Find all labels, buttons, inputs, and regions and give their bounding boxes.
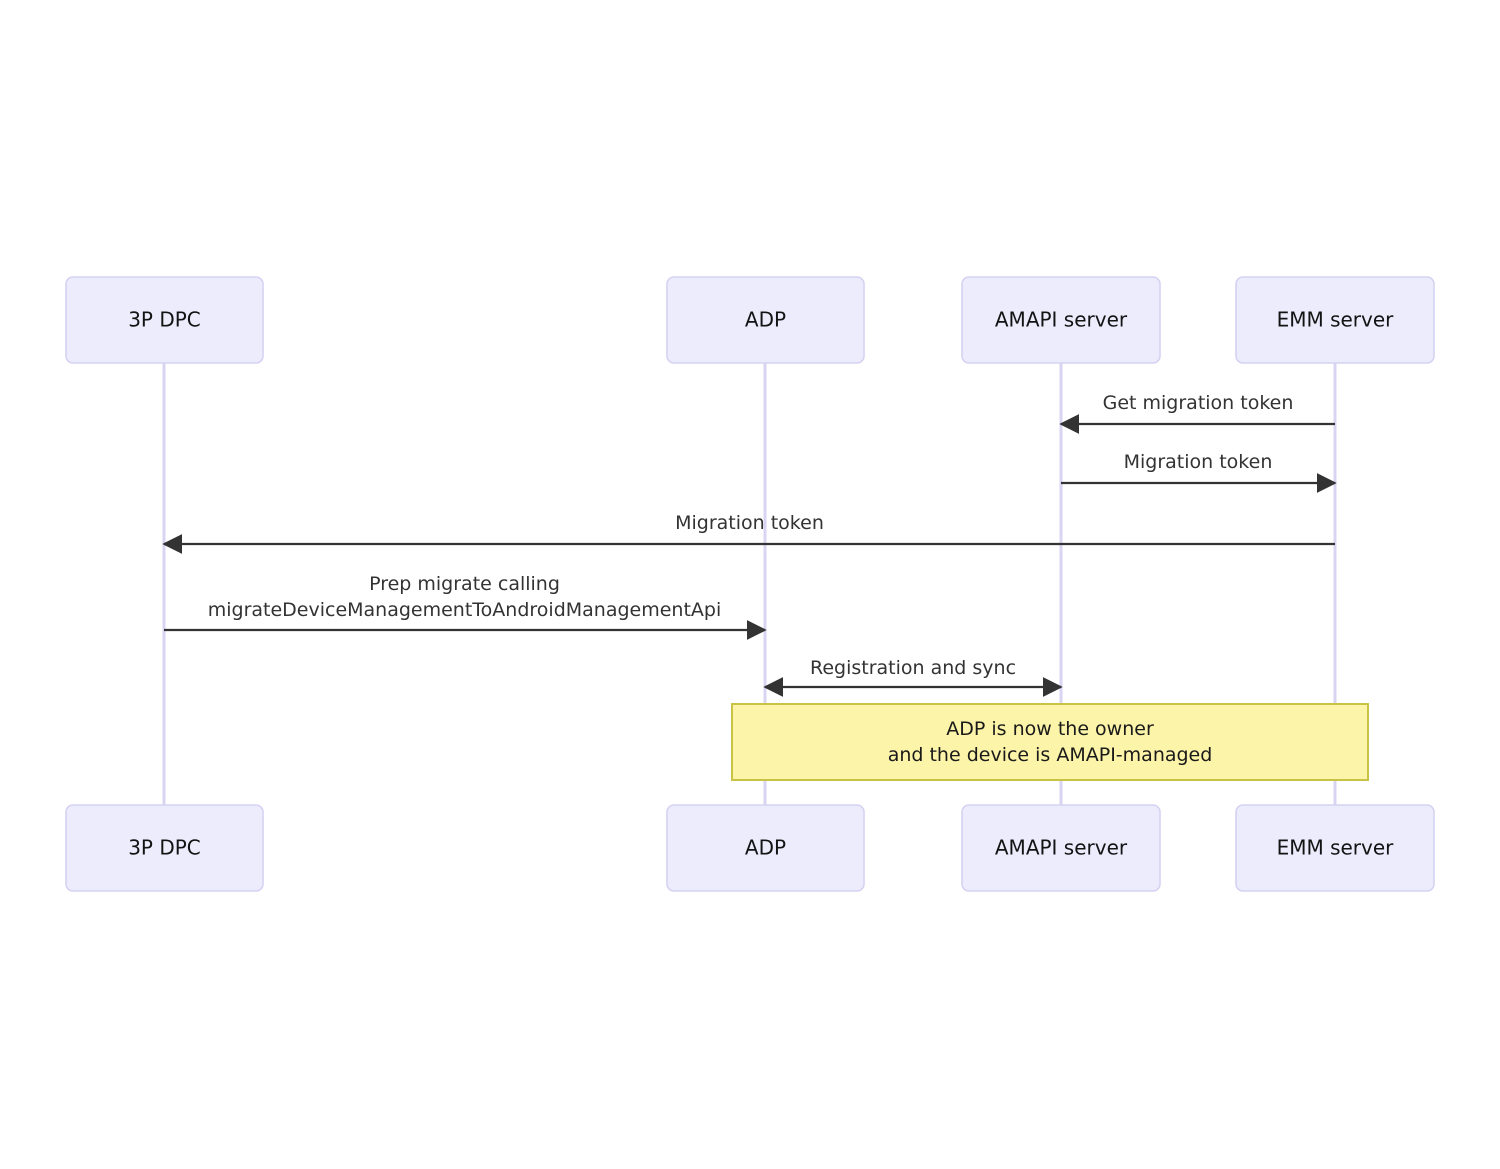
actor-label-dpc-top: 3P DPC bbox=[128, 308, 201, 332]
message-label-m3: Migration token bbox=[675, 512, 824, 534]
actor-box-dpc-top[interactable] bbox=[65, 276, 264, 364]
actor-label-dpc-bottom: 3P DPC bbox=[128, 836, 201, 860]
actor-label-emm-bottom: EMM server bbox=[1277, 836, 1395, 860]
actor-box-emm-top[interactable] bbox=[1235, 276, 1435, 364]
message-label-m5: Registration and sync bbox=[810, 657, 1016, 679]
bottom-actor-boxes: 3P DPC ADP AMAPI server EMM server bbox=[65, 804, 1435, 892]
note-box-n1 bbox=[731, 703, 1369, 781]
notes-group: ADP is now the owner and the device is AM… bbox=[731, 703, 1369, 781]
actor-box-emm-bottom[interactable] bbox=[1235, 804, 1435, 892]
actor-label-amapi-top: AMAPI server bbox=[995, 308, 1128, 332]
actor-box-dpc-bottom[interactable] bbox=[65, 804, 264, 892]
actor-box-amapi-bottom[interactable] bbox=[961, 804, 1161, 892]
message-label-m2: Migration token bbox=[1124, 451, 1273, 473]
actor-label-adp-top: ADP bbox=[745, 308, 786, 332]
message-label-m1: Get migration token bbox=[1103, 392, 1294, 414]
actor-label-adp-bottom: ADP bbox=[745, 836, 786, 860]
message-label-m4: migrateDeviceManagementToAndroidManageme… bbox=[208, 599, 722, 621]
top-actor-boxes: 3P DPC ADP AMAPI server EMM server bbox=[65, 276, 1435, 364]
actor-label-emm-top: EMM server bbox=[1277, 308, 1395, 332]
actor-label-amapi-bottom: AMAPI server bbox=[995, 836, 1128, 860]
note-text-n1: and the device is AMAPI-managed bbox=[888, 744, 1213, 766]
note-text-n1: ADP is now the owner bbox=[946, 718, 1154, 740]
actor-box-adp-bottom[interactable] bbox=[666, 804, 865, 892]
actor-box-adp-top[interactable] bbox=[666, 276, 865, 364]
actor-box-amapi-top[interactable] bbox=[961, 276, 1161, 364]
message-label-m4: Prep migrate calling bbox=[369, 573, 560, 595]
